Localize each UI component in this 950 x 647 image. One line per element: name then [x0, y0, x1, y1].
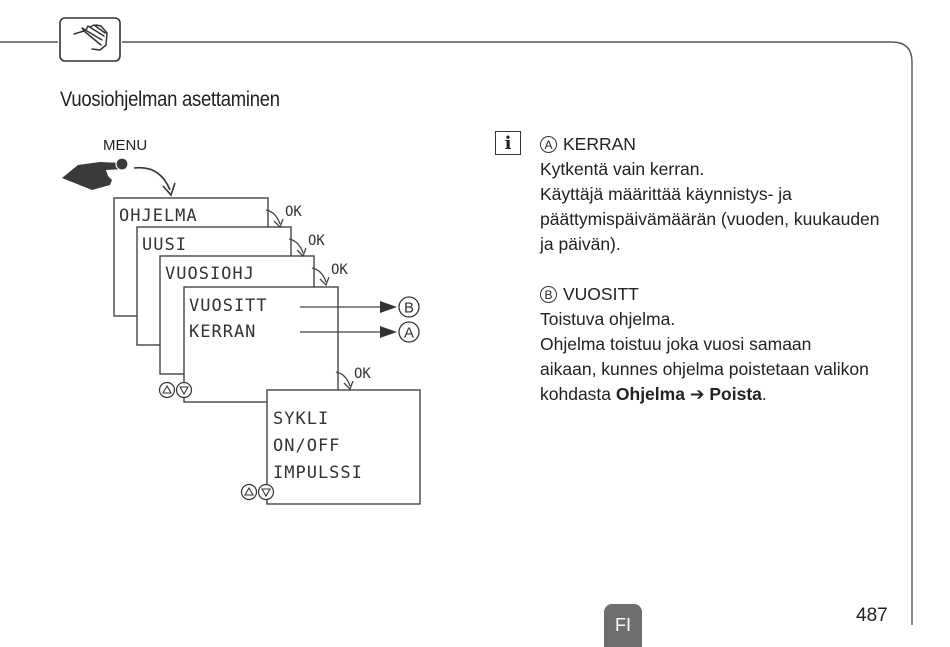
hand-press-icon	[62, 157, 129, 190]
menu-path-poista: Poista	[709, 384, 762, 404]
screen-uusi-text: UUSI	[142, 235, 187, 255]
page-title: Vuosiohjelman asettaminen	[60, 88, 280, 111]
menu-arrow	[133, 166, 171, 191]
section-a-title: KERRAN	[563, 134, 636, 154]
page-number: 487	[856, 605, 888, 626]
svg-text:OK: OK	[331, 262, 348, 278]
section-b-line: Ohjelma toistuu joka vuosi samaan	[540, 334, 812, 354]
up-down-buttons-1	[158, 381, 193, 399]
screen-vuosiohj-text: VUOSIOHJ	[165, 264, 255, 284]
language-tab: FI	[604, 604, 642, 647]
screen-front-line-2: KERRAN	[189, 322, 256, 342]
screen-ohjelma-text: OHJELMA	[119, 206, 198, 226]
up-down-buttons-2	[240, 483, 275, 501]
section-b-heading: B VUOSITT	[540, 282, 900, 307]
section-b-title: VUOSITT	[563, 284, 639, 304]
screen-front-line-1: VUOSITT	[189, 296, 268, 316]
hand-pointer-icon	[59, 17, 121, 62]
arrow-to-a: A	[300, 321, 420, 343]
section-a-line: ja päivän).	[540, 234, 621, 254]
section-b-last-line: kohdasta Ohjelma ➔ Poista.	[540, 384, 767, 404]
menu-path-arrow: ➔	[689, 384, 705, 404]
arrow-to-b: B	[300, 296, 420, 318]
info-text: A KERRAN Kytkentä vain kerran. Käyttäjä …	[540, 132, 900, 407]
ok-arrow-3: OK	[311, 262, 348, 287]
section-a-line: päättymispäivämäärän (vuoden, kuukauden	[540, 209, 880, 229]
svg-text:A: A	[404, 325, 414, 342]
svg-text:OK: OK	[308, 233, 325, 249]
ok-arrow-4: OK	[335, 366, 371, 391]
screen-cycle-line-2: ON/OFF	[273, 436, 340, 456]
section-a-line: Kytkentä vain kerran.	[540, 159, 705, 179]
svg-text:B: B	[404, 300, 414, 317]
menu-label: MENU	[103, 137, 147, 154]
info-icon: i	[495, 131, 521, 155]
badge-a: A	[540, 136, 557, 153]
screen-cycle-line-1: SYKLI	[273, 409, 329, 429]
ok-arrow-1: OK	[265, 204, 302, 229]
ok-arrow-2: OK	[288, 233, 325, 258]
screen-cycle-line-3: IMPULSSI	[273, 463, 363, 483]
menu-path-ohjelma: Ohjelma	[615, 384, 685, 404]
screen-front	[183, 286, 339, 403]
section-a-heading: A KERRAN	[540, 132, 900, 157]
svg-text:OK: OK	[354, 366, 371, 382]
svg-text:OK: OK	[285, 204, 302, 220]
section-b-line: aikaan, kunnes ohjelma poistetaan valiko…	[540, 359, 869, 379]
screen-cycle	[266, 389, 421, 505]
section-a-line: Käyttäjä määrittää käynnistys- ja	[540, 184, 792, 204]
badge-b: B	[540, 286, 557, 303]
section-b-line: Toistuva ohjelma.	[540, 309, 676, 329]
